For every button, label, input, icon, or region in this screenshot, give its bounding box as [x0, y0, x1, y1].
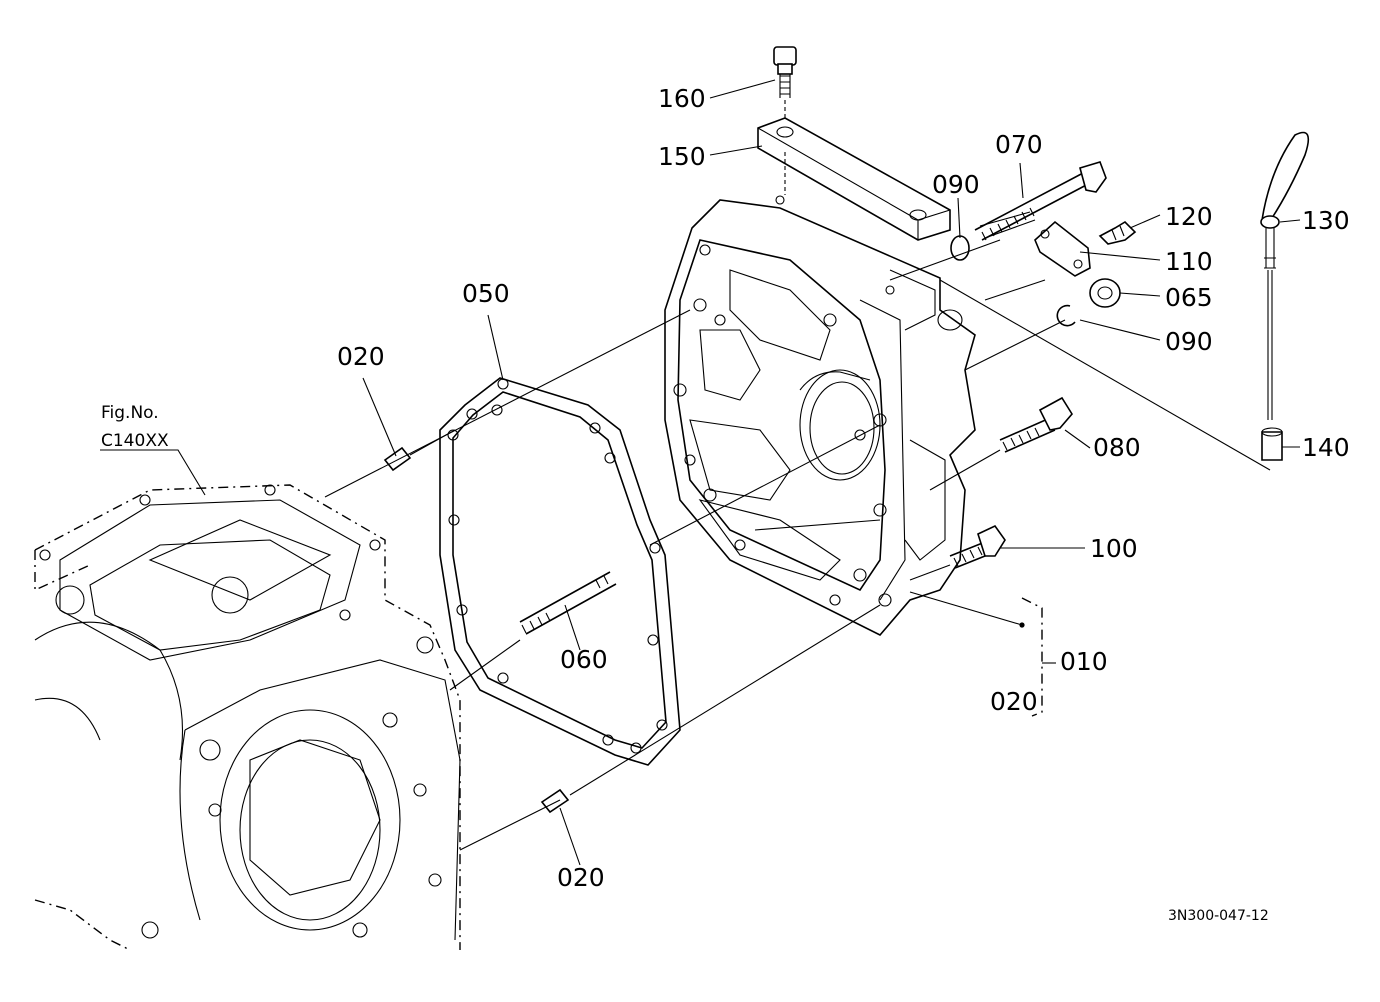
- bolt-080: [999, 396, 1073, 453]
- callout-010: 010: [1060, 647, 1108, 676]
- figure-ref-code: C140XX: [101, 431, 169, 451]
- bolt-070: [974, 161, 1107, 241]
- callout-140: 140: [1302, 433, 1350, 462]
- dipstick-130: [1260, 131, 1310, 420]
- callout-130: 130: [1302, 206, 1350, 235]
- callout-120: 120: [1165, 202, 1213, 231]
- callout-020-lower: 020: [557, 863, 605, 892]
- washer-090-lower: [1056, 304, 1076, 327]
- callout-110: 110: [1165, 247, 1213, 276]
- callout-080: 080: [1093, 433, 1141, 462]
- gasket-050: [439, 377, 681, 766]
- callout-160: 160: [658, 84, 706, 113]
- callout-100: 100: [1090, 534, 1138, 563]
- cover-110: [1034, 220, 1091, 277]
- document-code: 3N300-047-12: [1168, 908, 1269, 924]
- assembly-dot: [1019, 622, 1025, 628]
- plug-120: [1098, 220, 1137, 245]
- stud-060: [519, 571, 617, 635]
- figure-ref-label: Fig.No.: [101, 403, 159, 423]
- dowel-pin-020-lower: [540, 788, 570, 814]
- bar-150: [757, 117, 951, 241]
- transmission-case-reference: [34, 484, 461, 951]
- bolt-160: [773, 46, 797, 125]
- callout-020-upper: 020: [337, 342, 385, 371]
- nut-065: [1089, 278, 1121, 308]
- callout-060: 060: [560, 645, 608, 674]
- callout-050: 050: [462, 279, 510, 308]
- callout-090-lower: 090: [1165, 327, 1213, 356]
- dowel-pin-020-upper: [383, 446, 412, 472]
- callout-070: 070: [995, 130, 1043, 159]
- assembly-center-lines: [324, 239, 1271, 851]
- callout-150: 150: [658, 142, 706, 171]
- callout-020-assembly: 020: [990, 687, 1038, 716]
- tube-140: [1261, 427, 1283, 461]
- callout-090-upper: 090: [932, 170, 980, 199]
- callout-065: 065: [1165, 283, 1213, 312]
- leader-lines: [362, 79, 1301, 866]
- housing-010: [664, 195, 976, 636]
- fig-ref-leader: [100, 449, 206, 496]
- callout-labels: 160 150 070 090 120 110 130 065 090 050 …: [101, 84, 1350, 924]
